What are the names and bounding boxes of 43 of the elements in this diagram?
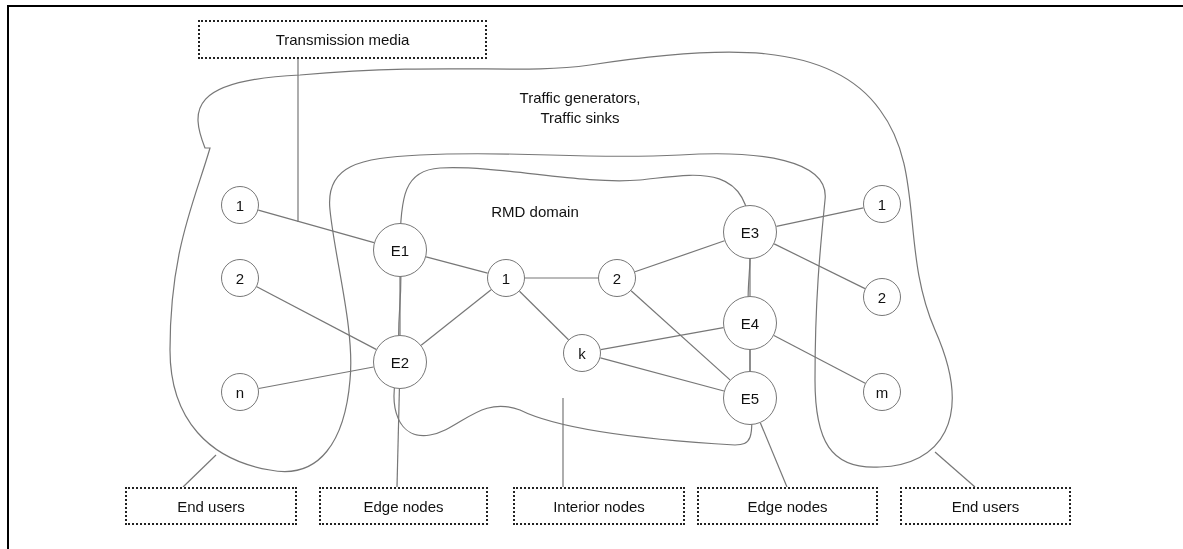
link-line <box>775 207 864 227</box>
link-line <box>773 334 866 384</box>
link-line <box>634 240 726 273</box>
node-circle: E1 <box>373 223 427 277</box>
node-circle: m <box>863 373 901 411</box>
region-label: Traffic generators, Traffic sinks <box>518 88 642 128</box>
label-box: Edge nodes <box>697 487 878 525</box>
leader-line <box>759 422 788 488</box>
leader-line <box>562 397 564 488</box>
label-box: Transmission media <box>198 20 487 59</box>
leader-line <box>396 388 400 488</box>
link-line <box>773 243 866 290</box>
node-circle: 2 <box>598 259 636 297</box>
label-box: End users <box>125 487 297 525</box>
label-box: Edge nodes <box>319 487 488 525</box>
link-line <box>524 277 599 279</box>
link-line <box>425 256 489 274</box>
label-box: End users <box>900 487 1071 525</box>
link-line <box>256 286 377 350</box>
leader-line <box>297 58 299 223</box>
link-line <box>399 276 401 336</box>
node-circle: E2 <box>373 335 427 389</box>
node-circle: E5 <box>723 371 777 425</box>
leader-line <box>934 451 976 488</box>
node-circle: E3 <box>723 205 777 259</box>
node-circle: 1 <box>863 185 901 223</box>
node-circle: 1 <box>487 259 525 297</box>
link-line <box>257 209 375 244</box>
link-line <box>258 366 375 390</box>
link-line <box>599 357 725 392</box>
node-circle: k <box>563 334 601 372</box>
link-line <box>600 327 724 351</box>
link-line <box>518 290 570 341</box>
link-line <box>420 289 492 346</box>
node-circle: n <box>221 373 259 411</box>
leader-line <box>182 454 217 488</box>
node-circle: 2 <box>221 259 259 297</box>
node-circle: 2 <box>863 278 901 316</box>
link-line <box>630 290 731 381</box>
region-label: RMD domain <box>490 202 580 222</box>
node-circle: E4 <box>723 296 777 350</box>
node-circle: 1 <box>221 186 259 224</box>
label-box: Interior nodes <box>513 487 685 525</box>
